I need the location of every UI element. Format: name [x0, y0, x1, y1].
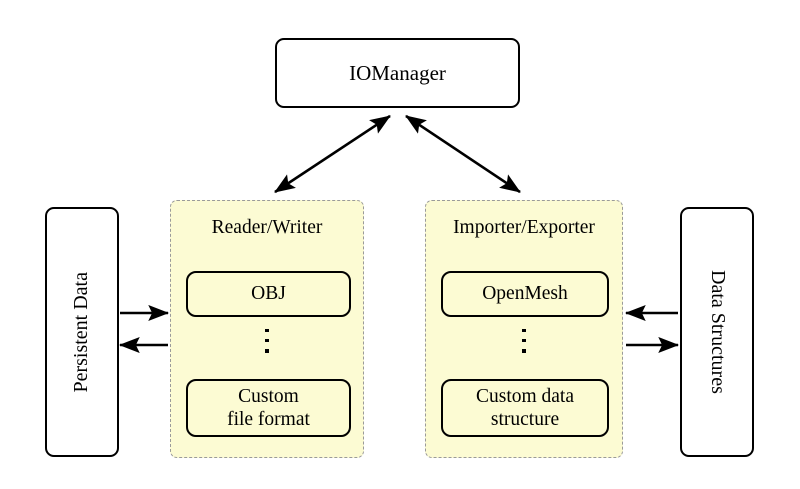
node-custom-file-format[interactable]: Custom file format [186, 379, 351, 437]
panel-importer-exporter: Importer/Exporter OpenMesh Custom data s… [425, 200, 623, 458]
vertical-ellipsis-icon [426, 329, 622, 353]
node-custom-file-format-line1: Custom [238, 385, 299, 407]
node-custom-data-structure-line2: structure [490, 409, 560, 430]
node-custom-file-format-label: Custom file format [227, 385, 310, 432]
node-obj[interactable]: OBJ [186, 271, 351, 317]
node-obj-label: OBJ [251, 283, 286, 305]
panel-reader-writer: Reader/Writer OBJ Custom file format [170, 200, 364, 458]
vertical-ellipsis-icon [171, 329, 363, 353]
node-custom-file-format-line2: file format [227, 409, 310, 430]
node-openmesh[interactable]: OpenMesh [441, 271, 609, 317]
node-iomanager-label: IOManager [349, 60, 446, 85]
node-openmesh-label: OpenMesh [482, 283, 568, 305]
node-custom-data-structure[interactable]: Custom data structure [441, 379, 609, 437]
node-persistent-data-label: Persistent Data [70, 271, 93, 393]
node-persistent-data[interactable]: Persistent Data [45, 207, 119, 457]
node-iomanager[interactable]: IOManager [275, 38, 520, 108]
node-custom-data-structure-line1: Custom data [475, 385, 575, 407]
arrow-iomanager-importerexporter [405, 114, 521, 194]
panel-reader-writer-title: Reader/Writer [211, 217, 323, 238]
panel-importer-exporter-title: Importer/Exporter [453, 217, 595, 238]
node-custom-data-structure-label: Custom data structure [476, 385, 574, 432]
arrow-iomanager-readerwriter [274, 114, 391, 194]
node-data-structures-label: Data Structures [706, 270, 729, 394]
node-data-structures[interactable]: Data Structures [680, 207, 754, 457]
